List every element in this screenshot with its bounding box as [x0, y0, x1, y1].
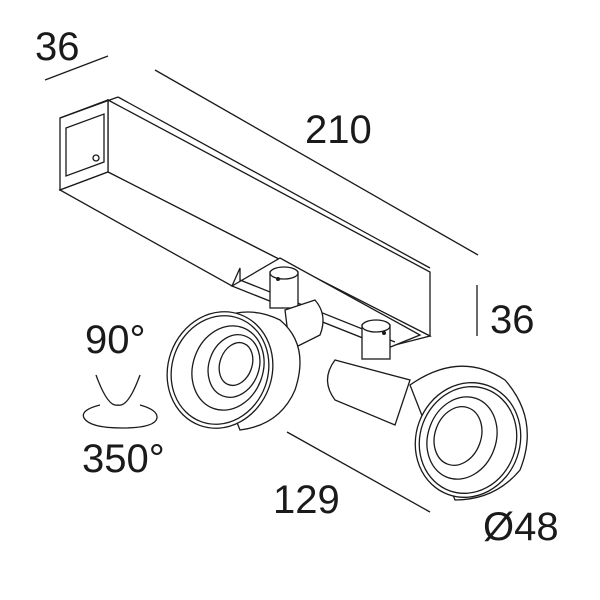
- rotation-icon: [82, 374, 158, 429]
- diameter-label: Ø48: [483, 505, 559, 549]
- spacing-dimension-line: [286, 431, 431, 513]
- width-label: 36: [35, 25, 80, 69]
- spotlight-right: [326, 319, 528, 501]
- tilt-angle-label: 90°: [85, 318, 146, 362]
- spacing-label: 129: [273, 478, 340, 522]
- track-adapter-body: [58, 96, 432, 349]
- length-label: 210: [305, 108, 372, 152]
- width-dimension-line: [44, 55, 109, 81]
- spotlight-left: [166, 266, 324, 431]
- pan-angle-label: 350°: [82, 437, 165, 481]
- length-dimension-line: [154, 69, 479, 256]
- height-label: 36: [490, 298, 535, 342]
